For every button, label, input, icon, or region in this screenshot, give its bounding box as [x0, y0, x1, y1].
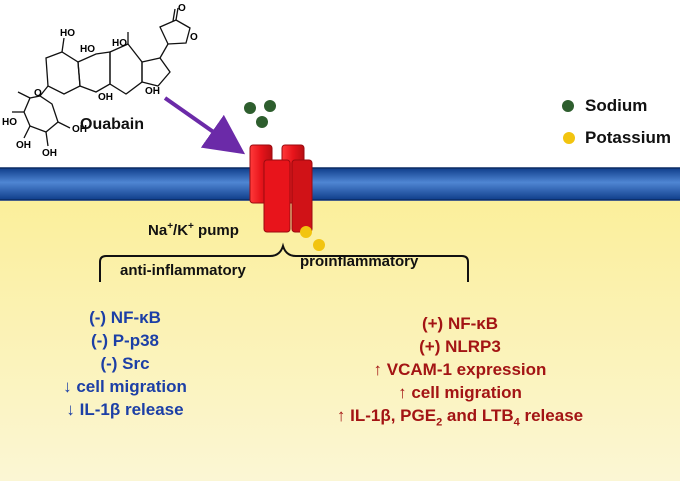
- atom-label: O: [178, 3, 186, 14]
- sodium-ion: [256, 116, 268, 128]
- sodium-ion: [264, 100, 276, 112]
- pro-item: ↑ VCAM-1 expression: [373, 360, 547, 379]
- atom-label: OH: [145, 86, 160, 97]
- cell-membrane: [0, 168, 680, 200]
- anti-item: (-) NF-κB: [89, 308, 161, 327]
- branch-brace: [99, 242, 469, 282]
- legend-potassium-dot: [563, 132, 575, 144]
- anti-inflammatory-list: (-) NF-κB (-) P-p38 (-) Src ↓ cell migra…: [20, 306, 230, 421]
- atom-label: HO: [80, 44, 95, 55]
- pump-label: Na+/K+ pump: [148, 221, 239, 239]
- anti-item: (-) Src: [100, 354, 150, 373]
- legend-sodium-label: Sodium: [585, 96, 648, 115]
- atom-label: OH: [98, 92, 113, 103]
- atom-label: HO: [2, 117, 17, 128]
- atom-label: O: [34, 88, 42, 99]
- legend-sodium-dot: [562, 100, 574, 112]
- legend-potassium-label: Potassium: [585, 128, 671, 147]
- proinflammatory-list: (+) NF-κB (+) NLRP3 ↑ VCAM-1 expression …: [290, 312, 630, 434]
- pro-item-release: ↑ IL-1β, PGE2 and LTB4 release: [336, 406, 584, 429]
- cytoplasm: [0, 201, 680, 481]
- pro-item: ↑ cell migration: [398, 383, 522, 402]
- atom-label: HO: [112, 38, 127, 49]
- atom-label: HO: [60, 28, 75, 39]
- na-k-pump: [249, 144, 313, 233]
- anti-inflammatory-title: anti-inflammatory: [120, 262, 246, 279]
- extracellular-space: [0, 0, 680, 170]
- ouabain-structure: [12, 7, 191, 147]
- binding-arrow: [163, 96, 246, 155]
- sodium-ion: [244, 102, 256, 114]
- proinflammatory-title: proinflammatory: [300, 253, 419, 270]
- anti-item: ↓ cell migration: [63, 377, 187, 396]
- potassium-ion: [300, 226, 312, 238]
- anti-item: ↓ IL-1β release: [66, 400, 184, 419]
- potassium-ion: [313, 239, 325, 251]
- atom-label: O: [190, 32, 198, 43]
- pro-item: (+) NLRP3: [419, 337, 501, 356]
- anti-item: (-) P-p38: [91, 331, 159, 350]
- atom-label: OH: [16, 140, 31, 151]
- molecule-name: Ouabain: [80, 116, 145, 133]
- atom-label: OH: [42, 148, 57, 159]
- pro-item: (+) NF-κB: [421, 314, 499, 333]
- atom-label: OH: [72, 124, 87, 135]
